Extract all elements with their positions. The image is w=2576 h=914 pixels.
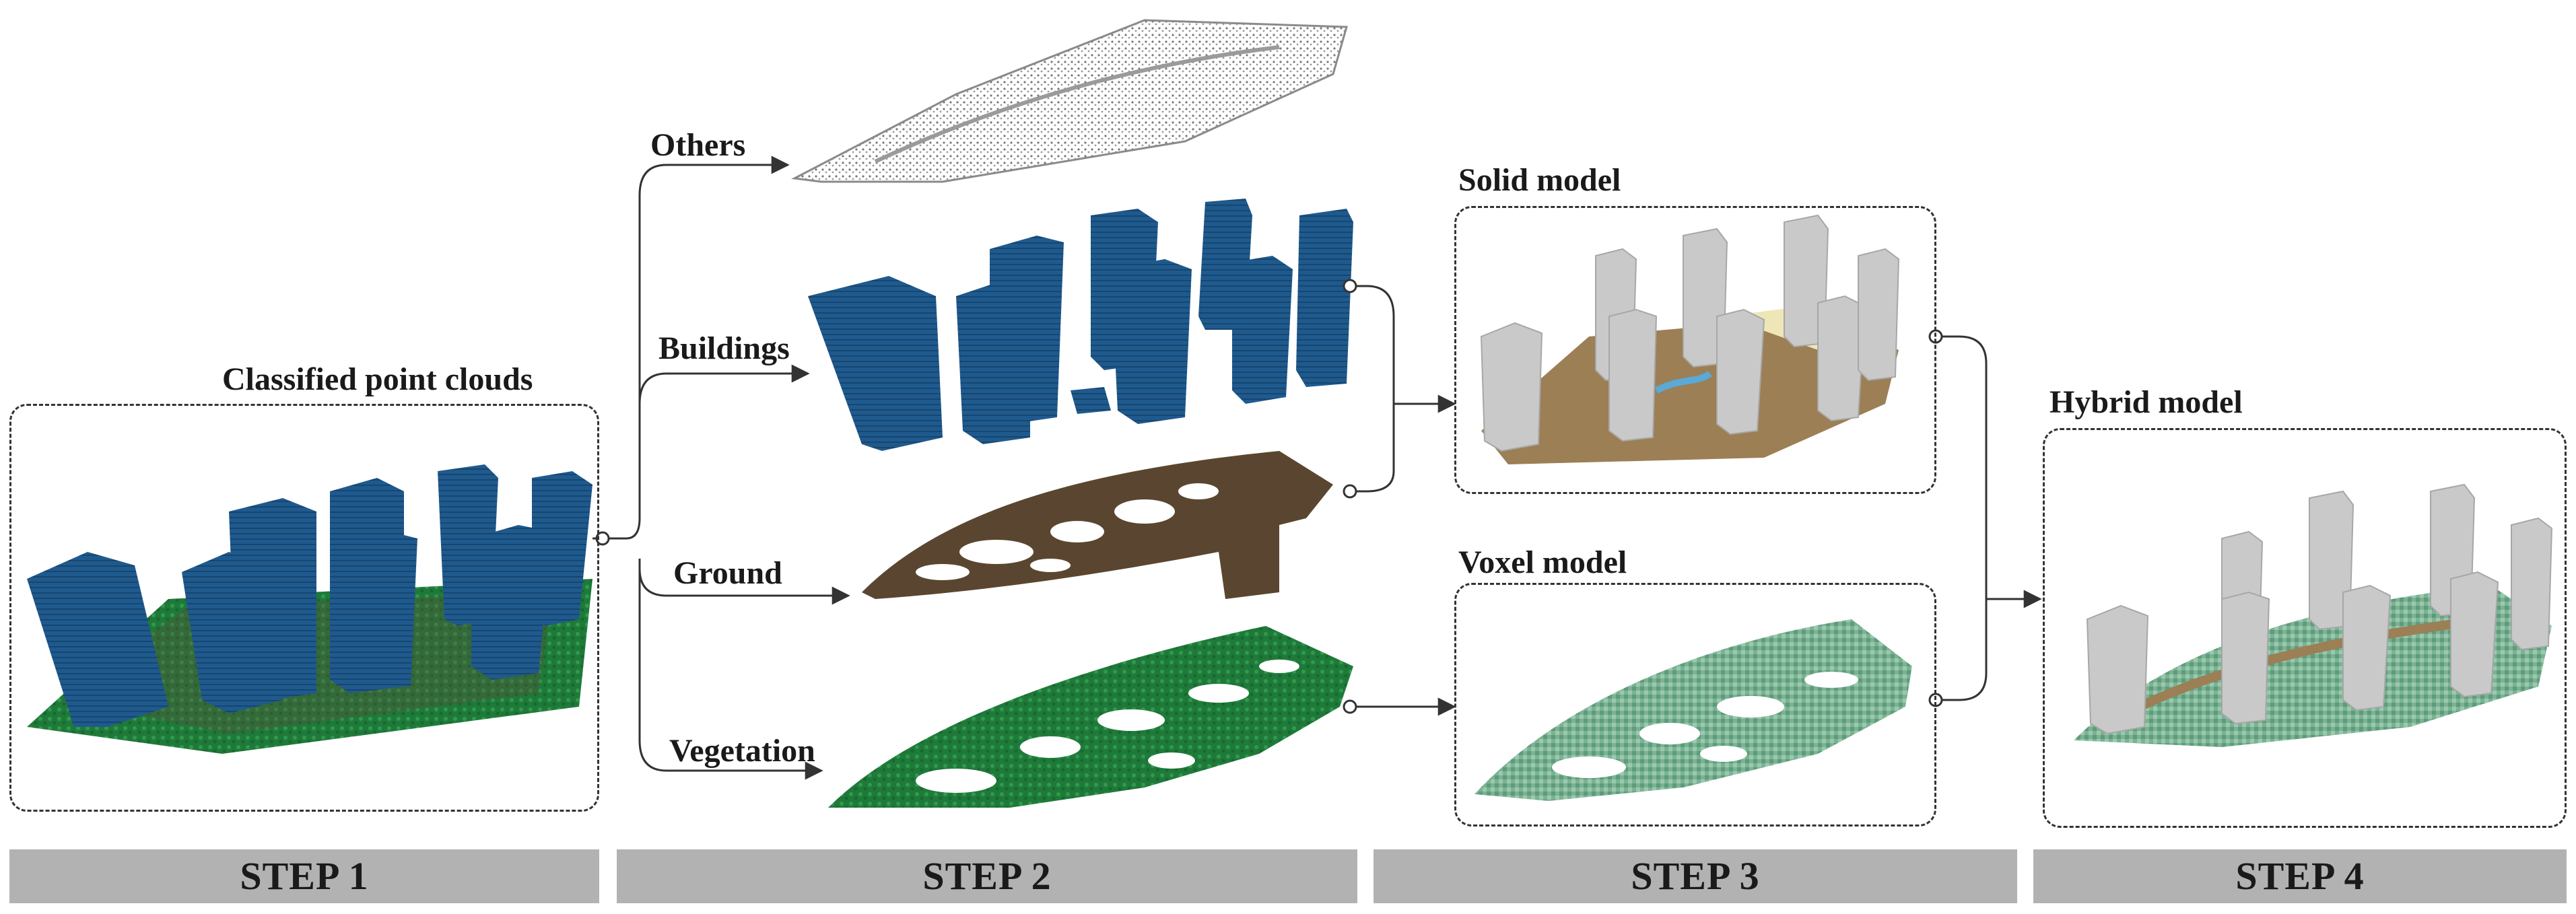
vegetation-point-cloud — [828, 626, 1353, 808]
classified-point-cloud-image — [27, 464, 592, 754]
buildings-label: Buildings — [658, 330, 790, 366]
ground-point-cloud — [862, 451, 1333, 599]
others-label: Others — [650, 127, 746, 163]
ground-label: Ground — [673, 555, 782, 591]
solid-model-image — [1480, 214, 1900, 464]
step-1-bar: STEP 1 — [9, 849, 599, 903]
buildings-point-cloud — [808, 199, 1353, 451]
classified-point-clouds-label: Classified point clouds — [222, 361, 533, 397]
step-4-bar: STEP 4 — [2033, 849, 2567, 903]
solid-model-box — [1454, 206, 1936, 494]
classified-point-clouds-box — [9, 404, 599, 812]
connector-nodes — [595, 279, 1943, 714]
solid-model-label: Solid model — [1458, 162, 1621, 198]
others-point-cloud — [791, 19, 1348, 183]
voxel-model-box — [1454, 583, 1936, 827]
voxel-model-image — [1475, 619, 1912, 801]
step-2-bar: STEP 2 — [617, 849, 1357, 903]
hybrid-model-box — [2043, 428, 2567, 828]
connectors — [592, 155, 2042, 780]
vegetation-label: Vegetation — [669, 733, 815, 769]
hybrid-model-label: Hybrid model — [2049, 384, 2243, 420]
step-3-bar: STEP 3 — [1374, 849, 2017, 903]
hybrid-model-image — [2074, 483, 2553, 747]
voxel-model-label: Voxel model — [1458, 544, 1627, 580]
